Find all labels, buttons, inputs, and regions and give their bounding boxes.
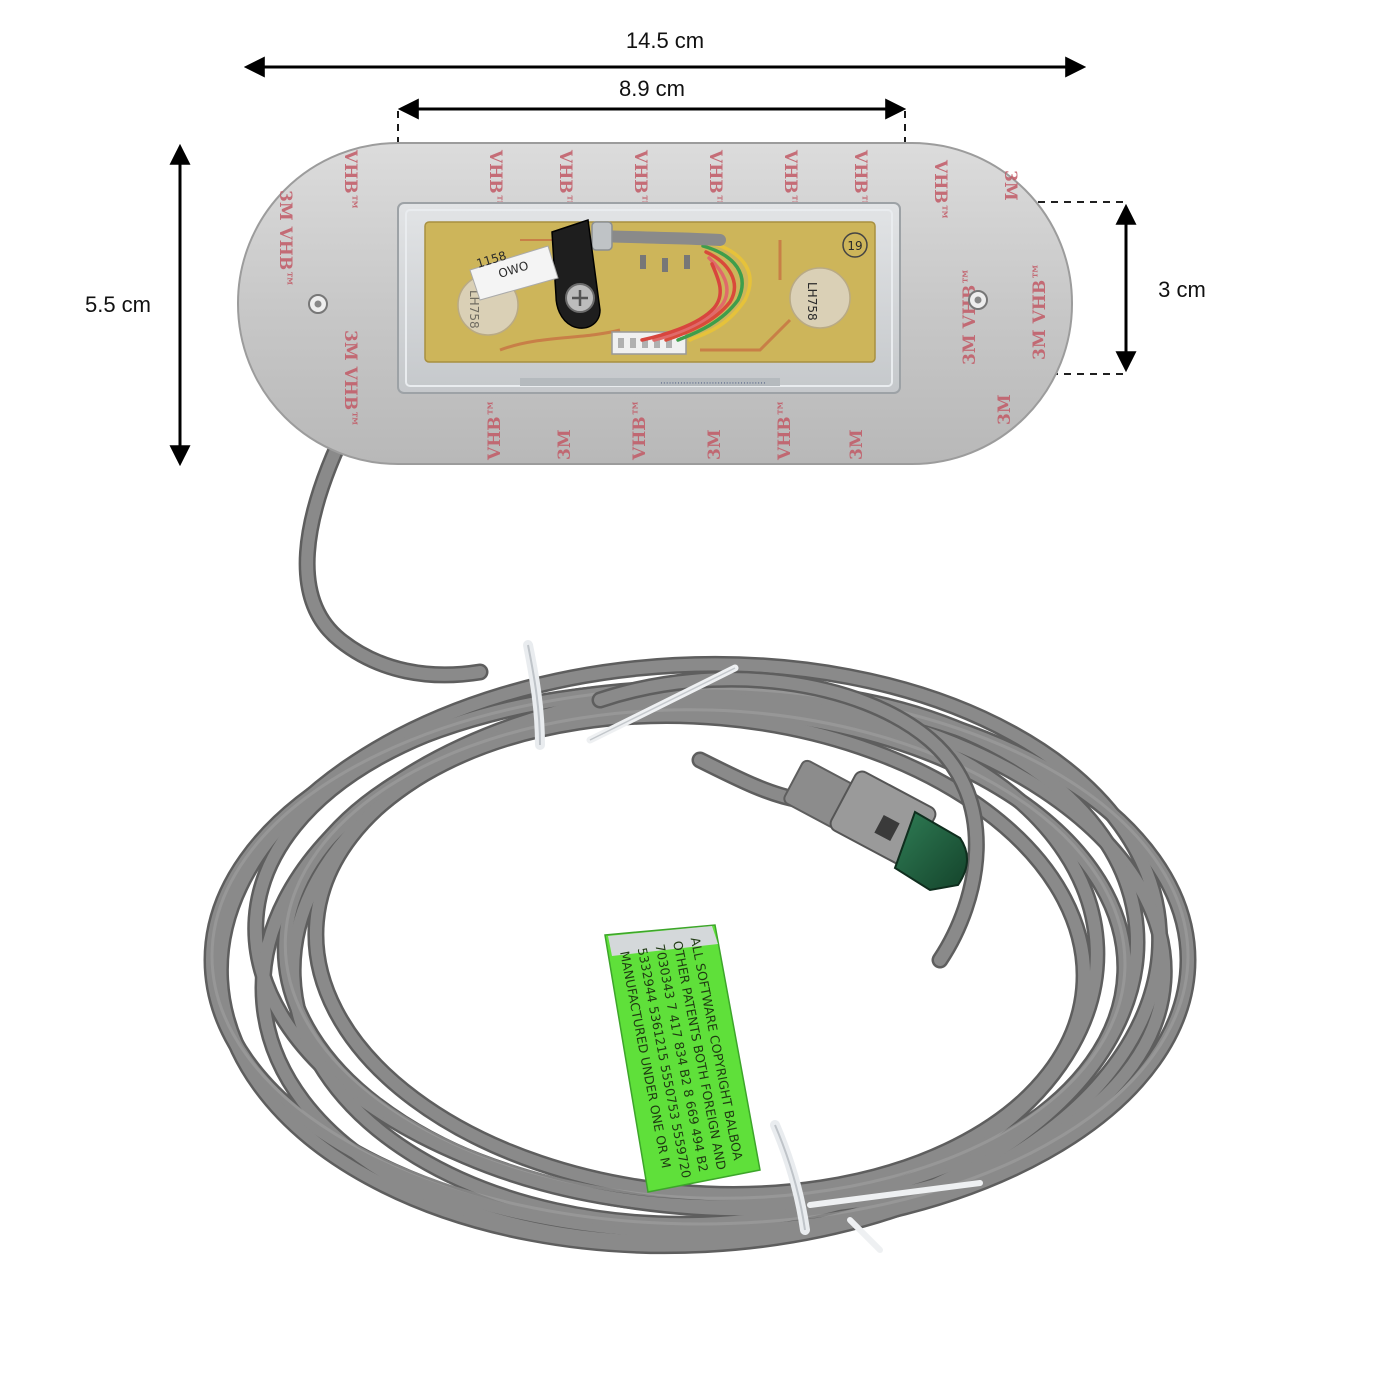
- tape-print: 3M: [555, 429, 575, 460]
- dimension-overall-width: 14.5 cm: [243, 28, 1087, 78]
- overall-height-label: 5.5 cm: [85, 292, 151, 317]
- cable-tie-top: [523, 640, 739, 750]
- circle-mark: [842, 232, 868, 258]
- tape-print: 3M VHB™: [340, 330, 360, 427]
- cable-tag: 1158 OWO: [469, 245, 559, 301]
- tape-print: 3M: [847, 429, 867, 460]
- tape-print: VHB™: [775, 399, 795, 461]
- connector-plug: [783, 759, 968, 892]
- panel-height-label: 3 cm: [1158, 277, 1206, 302]
- tape-print: VHB™: [705, 149, 725, 211]
- tape-print: 3M VHB™: [275, 190, 295, 287]
- tape-print: VHB™: [485, 399, 505, 461]
- tape-print: VHB™: [630, 399, 650, 461]
- tape-print: VHB™: [485, 149, 505, 211]
- circuit-board: LH758 LH758 19: [424, 219, 876, 363]
- tape-print: VHB™: [780, 149, 800, 211]
- tape-print: VHB™: [340, 149, 360, 211]
- svg-text:······························: ·····································: [660, 379, 766, 389]
- coiled-cable: [203, 655, 1197, 1255]
- overall-width-label: 14.5 cm: [626, 28, 704, 53]
- tape-print: 3M: [1000, 170, 1020, 201]
- cable-tie-bottom: [770, 1120, 983, 1253]
- sensor-text-left: LH758: [467, 290, 481, 329]
- cable-clamp: [551, 219, 601, 329]
- tape-print: 3M VHB™: [960, 268, 980, 365]
- tape-print: 3M: [995, 394, 1015, 425]
- dimension-panel-height: 3 cm: [895, 201, 1206, 375]
- tape-print: 3M VHB™: [1030, 263, 1050, 360]
- tape-print: VHB™: [930, 159, 950, 221]
- dimension-overall-height: 5.5 cm: [85, 143, 191, 467]
- patent-label: MANUFACTURED UNDER ONE OR M 5332944 5361…: [604, 924, 761, 1193]
- panel-width-label: 8.9 cm: [619, 76, 685, 101]
- tape-print: 3M: [705, 429, 725, 460]
- tape-print: VHB™: [850, 149, 870, 211]
- sensor-label: LH758: [805, 282, 819, 321]
- tape-print: VHB™: [555, 149, 575, 211]
- tape-print: VHB™: [630, 149, 650, 211]
- circle-mark-text: 19: [847, 239, 862, 253]
- sensor-pad-right: [789, 267, 851, 329]
